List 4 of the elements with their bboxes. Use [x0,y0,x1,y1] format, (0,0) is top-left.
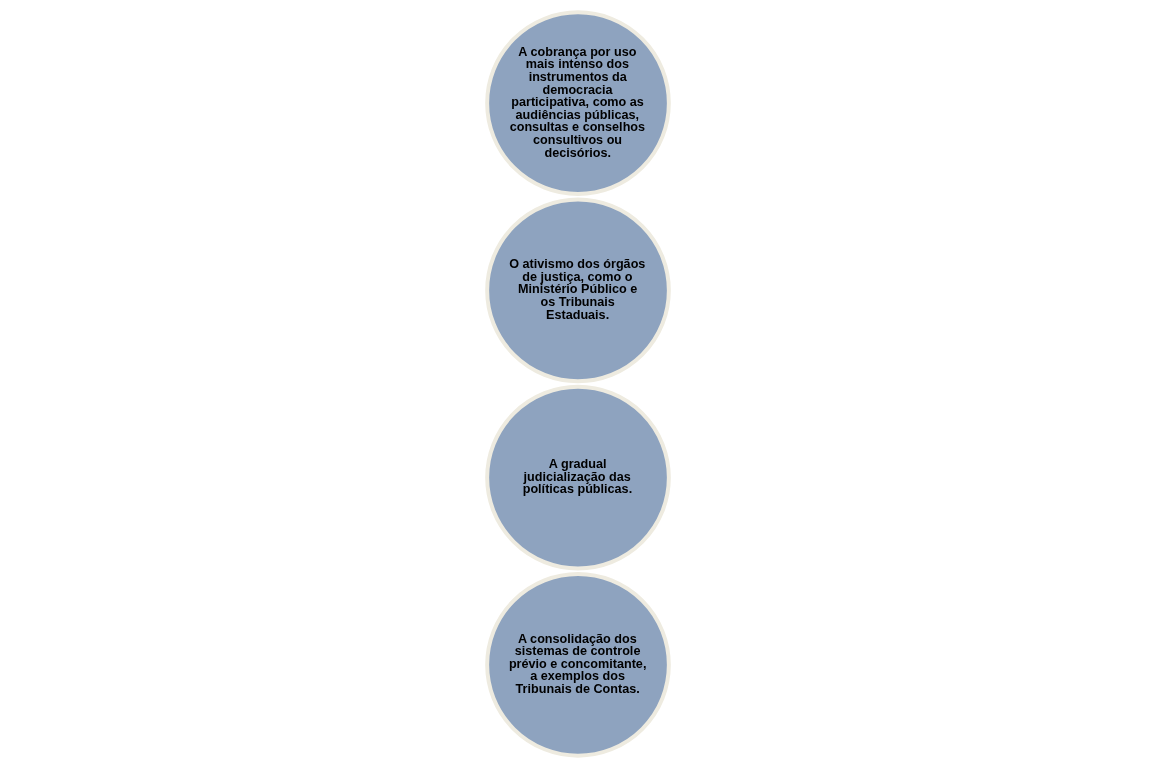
node-circle: A gradual judicialização das políticas públicas. [484,384,671,571]
node-circle: A cobrança por uso mais intenso dos instrumentos da democracia participativa, como as audiências públicas, consultas e conselhos consultivos ou decisórios. [484,10,671,196]
node-circle: O ativismo dos órgãos de justiça, como o Ministério Público e os Tribunais Estaduais. [484,197,671,384]
node-circle: A consolidação dos sistemas de controle prévio e concomitante, a exemplos dos Tribunais de Contas. [484,572,671,758]
